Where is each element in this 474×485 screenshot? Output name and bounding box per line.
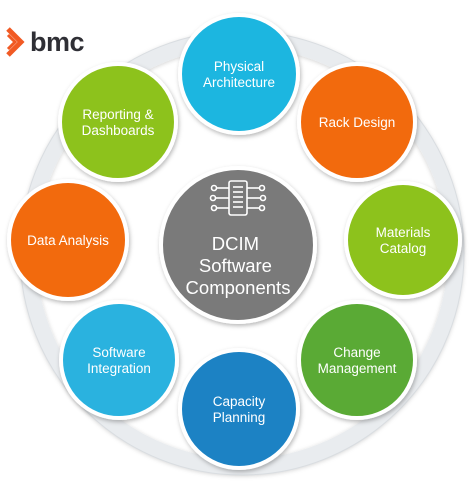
node-circle-materials-catalog — [344, 181, 462, 299]
node-label-line: Physical — [214, 59, 264, 74]
node-label-reporting-dashboards: Reporting &Dashboards — [82, 107, 155, 138]
node-circle-change-management — [297, 300, 417, 420]
svg-text:DCIM Software Comp: DCIM Software Components — [186, 233, 291, 298]
node-label-line: Planning — [213, 410, 266, 425]
center-node: DCIM Software Components — [159, 166, 317, 324]
node-label-line: Dashboards — [82, 123, 155, 138]
node-circle-reporting-dashboards — [58, 62, 178, 182]
node-label-line: Architecture — [203, 75, 275, 90]
node-circle-software-integration — [59, 300, 179, 420]
node-label-line: Capacity — [213, 394, 266, 409]
server-circuit-icon — [209, 180, 267, 216]
node-rack-design: Rack Design — [297, 62, 417, 182]
node-label-line: Reporting & — [82, 107, 153, 122]
node-label-line: Catalog — [380, 241, 427, 256]
node-label-line: Materials — [376, 225, 431, 240]
bmc-logo: bmc — [4, 24, 85, 60]
node-reporting-dashboards: Reporting &Dashboards — [58, 62, 178, 182]
node-circle-rack-design — [297, 62, 417, 182]
node-label-rack-design: Rack Design — [319, 115, 396, 130]
node-circle-capacity-planning — [178, 348, 300, 470]
node-circle-data-analysis — [7, 179, 129, 301]
center-label-line-3: Components — [186, 277, 291, 298]
node-circle-physical-architecture — [178, 13, 300, 135]
center-label-line-2: Software — [199, 255, 272, 276]
node-label-line: Integration — [87, 361, 151, 376]
bmc-logo-icon — [6, 27, 25, 57]
node-label-data-analysis: Data Analysis — [27, 233, 109, 248]
node-label-line: Change — [333, 345, 380, 360]
node-label-line: Software — [92, 345, 145, 360]
node-label-line: Management — [318, 361, 397, 376]
node-label-line: Data Analysis — [27, 233, 109, 248]
center-circle — [159, 166, 317, 324]
center-label-line-1: DCIM — [212, 233, 259, 254]
node-data-analysis: Data Analysis — [7, 179, 129, 301]
bmc-logo-text: bmc — [30, 26, 85, 57]
node-label-line: Rack Design — [319, 115, 396, 130]
